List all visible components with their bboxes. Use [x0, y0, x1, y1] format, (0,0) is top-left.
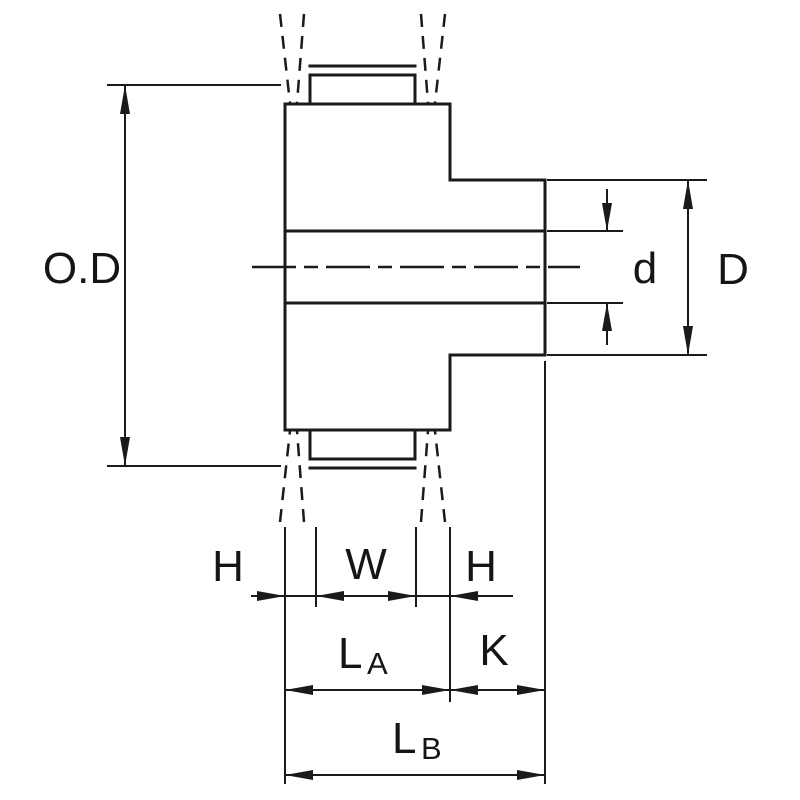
- h-left-label: H: [212, 542, 244, 591]
- la-label-subscript: A: [367, 646, 388, 681]
- hub-diameter-dimension: D: [547, 179, 749, 356]
- h-w-h-dimension: H W H: [212, 540, 513, 601]
- lb-right-arrow: [517, 770, 545, 780]
- tooth-top-left-b: [295, 13, 306, 104]
- lb-label-subscript: B: [421, 731, 442, 766]
- tooth-bottom-left-b: [295, 430, 306, 523]
- d-arrow-down: [602, 203, 612, 231]
- outer-diameter-label: O.D: [43, 244, 121, 293]
- lb-label: L: [392, 714, 416, 763]
- bottom-extension-lines: [284, 361, 546, 784]
- tooth-bottom-right-a: [419, 430, 430, 523]
- teeth-hidden-lines: [278, 13, 447, 523]
- D-arrow-up: [683, 180, 693, 209]
- D-arrow-down: [683, 326, 693, 355]
- outer-diameter-dimension: O.D: [43, 84, 281, 467]
- d-arrow-up: [602, 303, 612, 331]
- la-label: L: [338, 629, 362, 678]
- tooth-bottom-left-a: [278, 430, 292, 523]
- bore-diameter-dimension: d: [547, 189, 657, 345]
- w-left-arrow: [316, 591, 344, 601]
- w-right-arrow: [388, 591, 416, 601]
- tooth-top-left-a: [278, 13, 292, 104]
- la-dimension: L A: [284, 629, 451, 695]
- h-right-arrow: [450, 591, 478, 601]
- h-left-arrow: [257, 591, 285, 601]
- bore-diameter-label: d: [633, 244, 657, 293]
- tooth-top-right-b: [433, 13, 447, 104]
- la-left-arrow: [285, 685, 313, 695]
- la-right-arrow: [422, 685, 450, 695]
- tooth-top-right-a: [419, 13, 430, 104]
- width-label: W: [345, 540, 387, 589]
- od-arrow-down: [120, 437, 130, 466]
- k-label: K: [479, 626, 508, 675]
- lb-dimension: L B: [284, 714, 546, 780]
- k-right-arrow: [517, 685, 545, 695]
- od-arrow-up: [120, 85, 130, 114]
- h-right-label: H: [465, 542, 497, 591]
- hub-diameter-label: D: [717, 245, 749, 294]
- lb-left-arrow: [285, 770, 313, 780]
- k-left-arrow: [450, 685, 478, 695]
- tooth-bottom-right-b: [433, 430, 447, 523]
- k-dimension: K: [449, 626, 546, 695]
